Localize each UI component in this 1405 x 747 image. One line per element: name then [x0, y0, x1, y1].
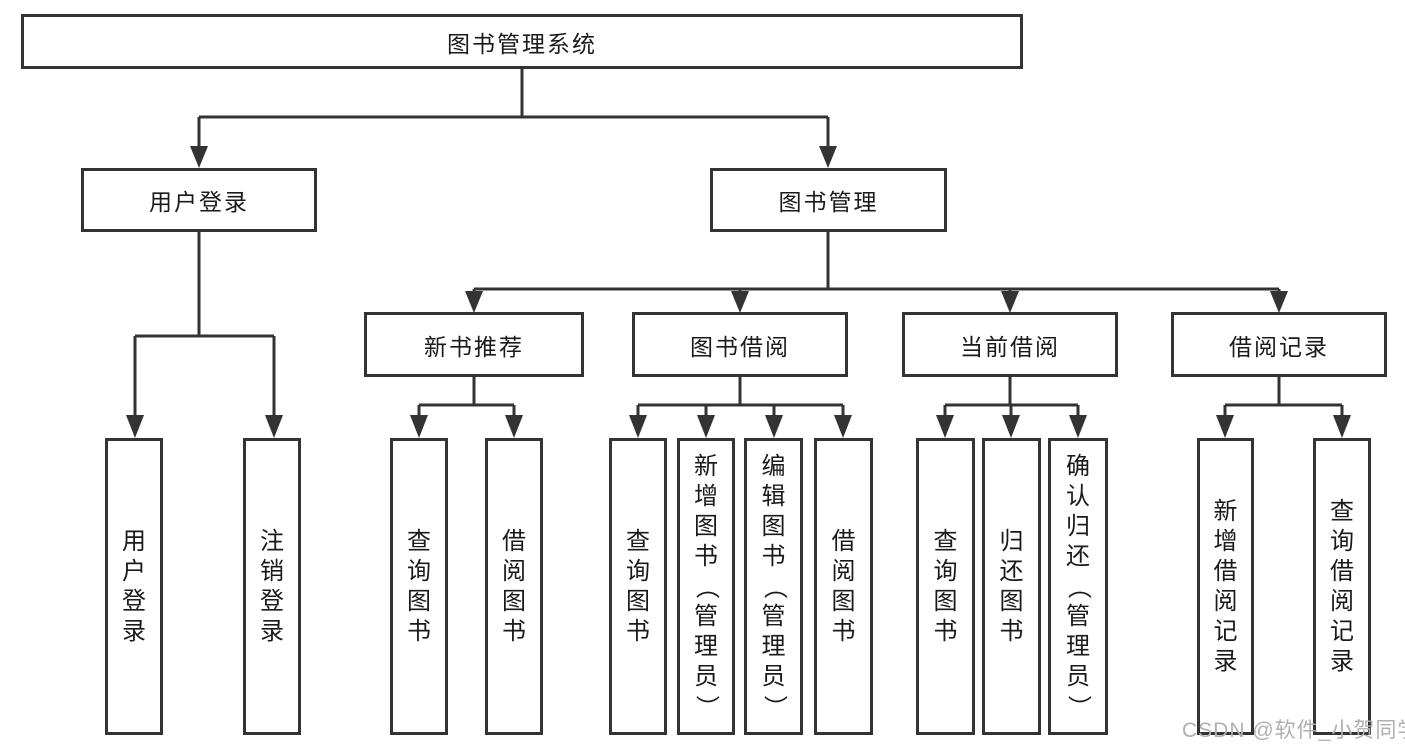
- arrowhead: [834, 415, 852, 438]
- arrowhead: [505, 415, 523, 438]
- arrowhead: [1069, 415, 1087, 438]
- leaf-confirm-return-admin: 确认归还（管理员）: [1048, 438, 1108, 735]
- node-label: 编辑图书（管理员）: [760, 452, 788, 719]
- branch-root-lines: [197, 69, 830, 150]
- arrowhead: [1333, 415, 1351, 438]
- leaf-borrow-book-recommend: 借阅图书: [485, 438, 543, 735]
- branch-book-management-lines: [472, 232, 1281, 295]
- arrowhead: [819, 146, 837, 168]
- leaf-user-login: 用户登录: [105, 438, 163, 735]
- node-label: 查询图书: [626, 527, 650, 645]
- arrowhead: [731, 291, 749, 313]
- node-book-management: 图书管理: [710, 168, 947, 232]
- arrowhead: [629, 415, 647, 438]
- arrowhead: [936, 415, 954, 438]
- node-label: 查询借阅记录: [1330, 497, 1354, 675]
- arrowhead: [1216, 415, 1234, 438]
- leaf-query-borrow-record: 查询借阅记录: [1313, 438, 1371, 735]
- leaf-borrow-book: 借阅图书: [814, 438, 873, 735]
- leaf-query-book-recommend: 查询图书: [390, 438, 448, 735]
- node-label: 新增借阅记录: [1213, 497, 1238, 675]
- node-label: 查询图书: [933, 527, 958, 645]
- branch-book-borrow-lines: [636, 377, 845, 420]
- leaf-add-book-admin: 新增图书（管理员）: [677, 438, 735, 735]
- leaf-edit-book-admin: 编辑图书（管理员）: [744, 438, 803, 735]
- branch-current-borrow-lines: [943, 377, 1080, 420]
- arrowhead: [765, 415, 783, 438]
- arrowhead: [265, 415, 283, 438]
- node-label: 借阅图书: [831, 527, 856, 645]
- node-label: 图书借阅: [690, 333, 790, 360]
- node-label: 借阅图书: [502, 527, 526, 645]
- node-book-borrow: 图书借阅: [632, 312, 848, 377]
- node-new-book-recommend: 新书推荐: [364, 312, 584, 377]
- arrowhead: [1002, 415, 1020, 438]
- node-label: 当前借阅: [960, 333, 1060, 360]
- node-label: 新增图书（管理员）: [693, 452, 720, 719]
- arrowhead: [410, 415, 428, 438]
- node-label: 新书推荐: [424, 333, 524, 360]
- leaf-logout: 注销登录: [243, 438, 301, 735]
- branch-user-login-lines: [133, 232, 276, 420]
- node-label: 图书管理系统: [447, 30, 597, 57]
- node-label: 查询图书: [407, 527, 431, 645]
- node-user-login: 用户登录: [81, 168, 317, 232]
- arrowhead: [1001, 291, 1019, 313]
- arrowhead: [190, 146, 208, 168]
- branch-borrow-records-lines: [1223, 377, 1344, 420]
- node-label: 注销登录: [260, 527, 284, 645]
- node-label: 用户登录: [149, 189, 249, 215]
- node-label: 归还图书: [999, 527, 1024, 645]
- node-label: 确认归还（管理员）: [1065, 452, 1092, 719]
- node-label: 借阅记录: [1229, 333, 1329, 360]
- node-book-management-system: 图书管理系统: [21, 14, 1023, 69]
- node-label: 用户登录: [122, 527, 146, 645]
- leaf-add-borrow-record: 新增借阅记录: [1197, 438, 1254, 735]
- branch-new-book-lines: [417, 377, 516, 420]
- arrowhead: [1270, 291, 1288, 313]
- arrowhead: [126, 415, 144, 438]
- node-current-borrow: 当前借阅: [902, 312, 1118, 377]
- leaf-query-book-borrow: 查询图书: [609, 438, 667, 735]
- leaf-return-book: 归还图书: [982, 438, 1041, 735]
- node-borrow-records: 借阅记录: [1171, 312, 1387, 377]
- node-label: 图书管理: [778, 189, 879, 215]
- watermark: CSDN @软件_小贺同学: [1182, 719, 1405, 742]
- arrowhead: [697, 415, 715, 438]
- leaf-query-book-current: 查询图书: [916, 438, 975, 735]
- arrowhead: [465, 291, 483, 313]
